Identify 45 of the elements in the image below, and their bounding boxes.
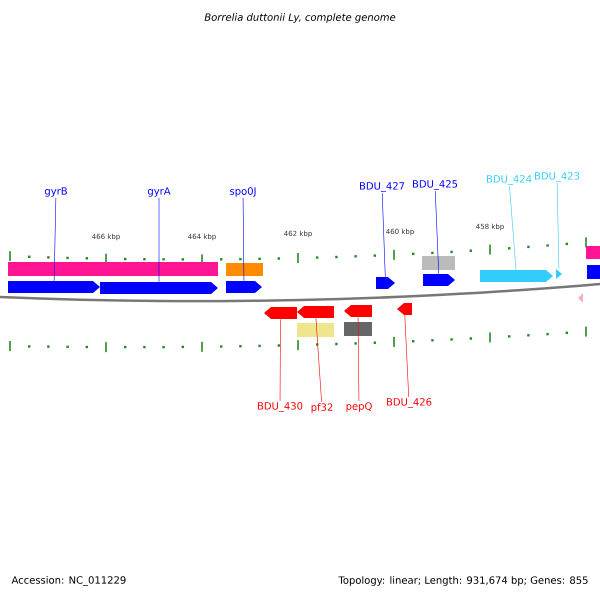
- gene-feature: [344, 305, 372, 317]
- leader-line: [280, 318, 281, 402]
- gene-label: BDU_423: [535, 172, 580, 182]
- gene-label: pepQ: [346, 402, 372, 412]
- gene-feature: [578, 293, 583, 303]
- leader-line: [358, 316, 360, 402]
- genome-info-text: Topology: linear; Length: 931,674 bp; Genes: 855: [338, 576, 588, 586]
- gene-feature: [556, 269, 562, 279]
- gene-label: BDU_425: [413, 180, 458, 190]
- leader-line: [158, 198, 160, 282]
- leader-line: [509, 186, 516, 270]
- leader-line: [556, 182, 560, 270]
- gene-feature: [423, 274, 455, 286]
- title: Borrelia duttonii Ly, complete genome: [204, 13, 396, 23]
- leader-line: [316, 318, 322, 402]
- leader-line: [404, 314, 410, 398]
- feature-bar: [226, 263, 263, 276]
- gene-label: BDU_430: [258, 402, 302, 412]
- feature-bar: [422, 256, 455, 270]
- gene-label: BDU_426: [387, 398, 432, 408]
- gene-feature: [587, 265, 600, 279]
- feature-bar: [100, 262, 218, 276]
- gene-feature: [264, 307, 297, 319]
- feature-bar: [586, 246, 600, 259]
- gene-label: BDU_427: [360, 182, 404, 192]
- gene-feature: [480, 270, 553, 282]
- gene-label: spo0J: [230, 187, 256, 197]
- gene-feature: [226, 281, 262, 293]
- feature-bar: [344, 322, 372, 336]
- leader-line: [382, 192, 386, 278]
- gene-feature: [8, 281, 100, 293]
- leader-line: [242, 198, 244, 282]
- gene-label: pf32: [312, 403, 332, 413]
- feature-bar: [8, 262, 100, 276]
- leader-line: [434, 190, 440, 274]
- gene-label: gyrA: [148, 187, 171, 197]
- gene-label: gyrB: [44, 187, 67, 197]
- leader-line: [54, 198, 56, 282]
- gene-label: BDU_424: [487, 175, 532, 185]
- gene-feature: [100, 282, 218, 294]
- gene-feature: [397, 303, 412, 315]
- gene-feature: [297, 306, 334, 318]
- gene-feature: [376, 277, 395, 289]
- feature-bar: [297, 323, 334, 337]
- accession-text: Accession: NC_011229: [12, 576, 126, 586]
